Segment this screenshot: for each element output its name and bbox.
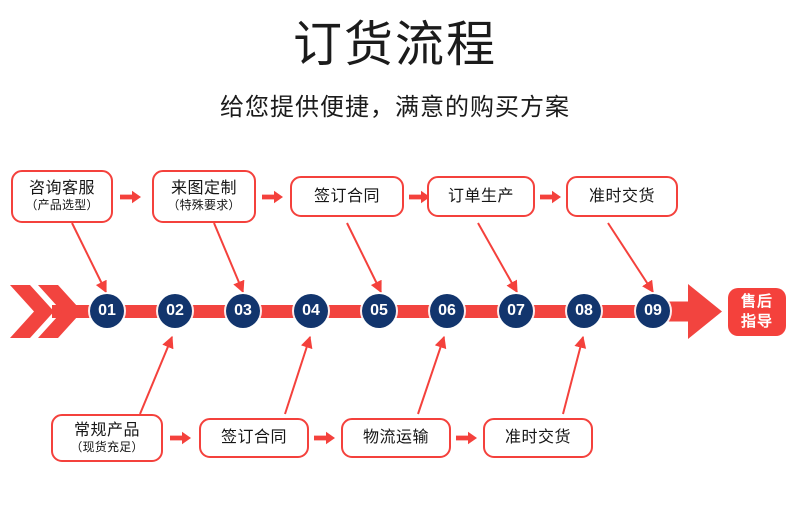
page-subtitle: 给您提供便捷，满意的购买方案 <box>220 94 570 121</box>
timeline-node-03-label: 03 <box>234 302 252 319</box>
timeline-node-02-label: 02 <box>166 302 184 319</box>
top-step-3-main: 签订合同 <box>313 187 380 205</box>
link-top4-to-node07 <box>477 222 518 294</box>
top-step-4-main: 订单生产 <box>447 187 514 205</box>
timeline-node-07[interactable]: 07 <box>499 294 533 328</box>
top-separator-arrow-1 <box>120 190 141 204</box>
link-top5-to-node09 <box>607 222 654 294</box>
link-bot1-to-node02 <box>139 335 174 415</box>
top-step-5-main: 准时交货 <box>588 187 655 205</box>
timeline-node-08[interactable]: 08 <box>567 294 601 328</box>
top-step-box-3[interactable]: 签订合同 <box>290 176 404 217</box>
after-sales-line-1: 售后 <box>740 293 773 310</box>
top-step-2-sub: （特殊要求） <box>167 198 241 213</box>
timeline-node-05[interactable]: 05 <box>362 294 396 328</box>
top-separator-arrow-3 <box>409 190 430 204</box>
top-step-box-1[interactable]: 咨询客服 （产品选型） <box>11 170 113 223</box>
timeline-node-02[interactable]: 02 <box>158 294 192 328</box>
link-bot2-to-node04 <box>284 335 313 415</box>
link-top1-to-node01 <box>71 222 107 294</box>
link-bot3-to-node06 <box>417 335 447 415</box>
page-title: 订货流程 <box>292 18 497 72</box>
bottom-separator-arrow-2 <box>314 431 335 445</box>
after-sales-support-badge[interactable]: 售后 指导 <box>728 288 786 336</box>
top-separator-arrow-4 <box>540 190 561 204</box>
bottom-step-box-4[interactable]: 准时交货 <box>483 418 593 458</box>
timeline-node-07-label: 07 <box>507 302 525 319</box>
timeline-node-05-label: 05 <box>370 302 388 319</box>
link-top2-to-node03 <box>213 222 245 294</box>
bottom-separator-arrow-3 <box>456 431 477 445</box>
bottom-step-1-sub: （现货充足） <box>70 439 144 454</box>
timeline-node-09[interactable]: 09 <box>636 294 670 328</box>
timeline-node-08-label: 08 <box>575 302 593 319</box>
double-chevron-right-icon <box>10 285 80 338</box>
top-step-1-sub: （产品选型） <box>25 198 99 213</box>
timeline-node-06-label: 06 <box>438 302 456 319</box>
top-step-box-5[interactable]: 准时交货 <box>566 176 678 217</box>
timeline-node-04[interactable]: 04 <box>294 294 328 328</box>
bottom-step-box-3[interactable]: 物流运输 <box>341 418 451 458</box>
top-step-1-main: 咨询客服 <box>28 180 95 198</box>
bottom-step-1-main: 常规产品 <box>73 421 140 439</box>
timeline-node-09-label: 09 <box>644 302 662 319</box>
timeline-node-03[interactable]: 03 <box>226 294 260 328</box>
timeline-node-01[interactable]: 01 <box>90 294 124 328</box>
after-sales-line-2: 指导 <box>740 313 773 330</box>
link-bot4-to-node08 <box>562 335 587 415</box>
bottom-step-box-1[interactable]: 常规产品 （现货充足） <box>51 414 163 462</box>
timeline-node-04-label: 04 <box>302 302 320 319</box>
bottom-step-2-main: 签订合同 <box>220 429 287 447</box>
top-separator-arrow-2 <box>262 190 283 204</box>
link-top3-to-node05 <box>346 222 382 294</box>
top-step-box-2[interactable]: 来图定制 （特殊要求） <box>152 170 256 223</box>
top-step-2-main: 来图定制 <box>170 180 237 198</box>
bottom-step-3-main: 物流运输 <box>362 429 429 447</box>
bottom-step-4-main: 准时交货 <box>504 429 571 447</box>
timeline-node-01-label: 01 <box>98 302 116 319</box>
bottom-step-box-2[interactable]: 签订合同 <box>199 418 309 458</box>
timeline-node-06[interactable]: 06 <box>430 294 464 328</box>
bottom-separator-arrow-1 <box>170 431 191 445</box>
large-arrow-right-icon <box>664 284 722 339</box>
top-step-box-4[interactable]: 订单生产 <box>427 176 535 217</box>
